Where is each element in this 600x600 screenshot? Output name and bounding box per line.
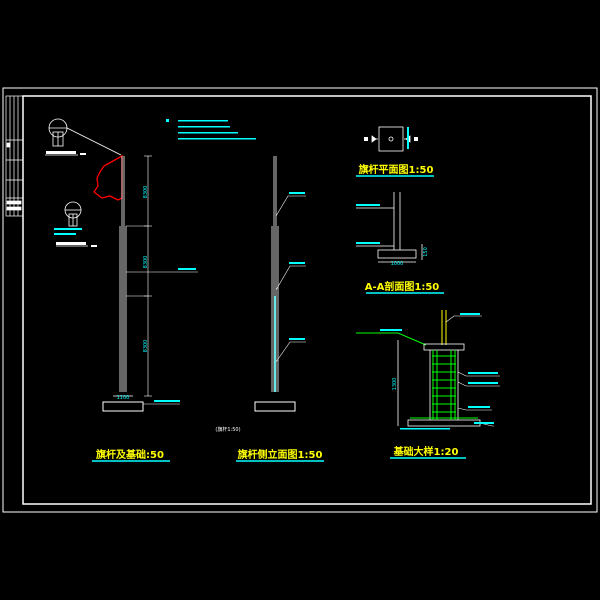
section-note-top	[356, 204, 380, 206]
section-aa	[356, 192, 423, 263]
outer-frame	[2, 87, 598, 513]
flagpole-side	[271, 156, 279, 392]
dim-upper: 8300	[143, 186, 149, 199]
leader-mid-left	[126, 268, 198, 405]
flagpole-base	[102, 401, 144, 412]
detail-scale-bottom	[91, 245, 97, 247]
title-plan: 旗杆平面图1:50	[359, 163, 434, 176]
detail-scale-top	[80, 153, 86, 155]
scale-note: (旗杆1:50)	[215, 426, 240, 433]
title-side-elevation: 旗杆侧立面图1:50	[238, 448, 323, 461]
plan-dim	[407, 127, 409, 149]
foundation-ground-note	[380, 329, 402, 331]
flagpole-main	[119, 156, 127, 392]
side-leader-labels	[289, 192, 305, 340]
title-block-strip	[5, 95, 24, 217]
dim-section-width: 1000	[391, 261, 404, 267]
detail-label-top	[46, 151, 76, 154]
detail-note-bottom-2	[54, 233, 76, 235]
foundation-notes	[400, 372, 498, 430]
inner-frame	[22, 95, 592, 505]
title-flagpole-foundation: 旗杆及基础:50	[96, 448, 164, 461]
plan-view	[371, 126, 411, 152]
dim-middle: 8300	[143, 256, 149, 269]
detail-label-bottom	[56, 242, 86, 245]
foundation-top-note	[460, 313, 480, 315]
plan-section-mark-left	[364, 137, 368, 141]
dim-lower: 8300	[143, 340, 149, 353]
detail-symbol-bottom	[56, 201, 88, 247]
foundation-ground-line	[356, 332, 427, 346]
foundation-leaders	[457, 371, 500, 427]
foundation-pole	[441, 310, 447, 345]
flag	[93, 154, 123, 201]
title-foundation-detail: 基础大样1:20	[393, 445, 459, 458]
foundation-top-leader	[445, 315, 482, 323]
dim-base-width: 1100	[117, 395, 130, 401]
detail-note-bottom	[54, 228, 82, 230]
side-leaders	[275, 195, 306, 363]
flagpole-side-base	[254, 401, 296, 412]
plan-section-mark-right	[414, 137, 418, 141]
foundation-rebar	[410, 350, 478, 420]
dim-section-height: 150	[423, 247, 429, 257]
dimension-chain-left	[126, 155, 152, 397]
general-notes	[166, 119, 256, 140]
detail-symbol-top	[45, 118, 122, 156]
title-section-aa: A-A剖面图1:50	[365, 280, 440, 293]
foundation-cap	[397, 340, 481, 427]
section-note-mid	[356, 242, 380, 244]
dim-foundation-height: 1300	[392, 378, 398, 391]
